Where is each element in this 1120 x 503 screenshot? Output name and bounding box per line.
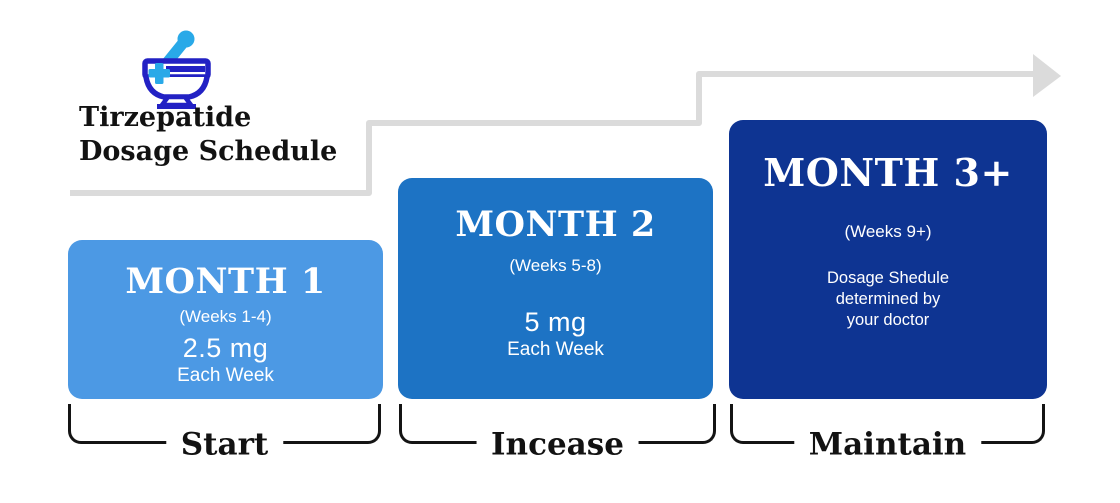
- month-2-weeks: (Weeks 5-8): [509, 256, 602, 275]
- month-2-card: MONTH 2 (Weeks 5-8) 5 mg Each Week: [398, 178, 713, 399]
- month-1-frequency: Each Week: [177, 365, 274, 386]
- stage-bracket-increase: Incease: [399, 404, 716, 463]
- stage-label-start: Start: [165, 426, 284, 463]
- month-3-heading: MONTH 3+: [763, 150, 1013, 195]
- mortar-rim-bar: [166, 66, 205, 72]
- month-2-dose: 5 mg: [524, 307, 587, 337]
- month-3-card: MONTH 3+ (Weeks 9+) Dosage Shedule deter…: [729, 120, 1047, 399]
- month-3-note-line-3: your doctor: [846, 311, 930, 329]
- month-1-dose: 2.5 mg: [182, 333, 269, 363]
- month-1-card: MONTH 1 (Weeks 1-4) 2.5 mg Each Week: [68, 240, 383, 399]
- month-3-note-line-1: Dosage Shedule: [826, 269, 949, 287]
- staircase-arrow-head: [1033, 54, 1061, 97]
- month-2-heading: MONTH 2: [455, 204, 656, 245]
- month-1-heading: MONTH 1: [125, 261, 326, 302]
- stage-bracket-start: Start: [68, 404, 381, 463]
- stage-label-increase: Incease: [476, 426, 639, 463]
- month-3-weeks: (Weeks 9+): [844, 222, 932, 241]
- month-1-weeks: (Weeks 1-4): [179, 307, 272, 326]
- pestle-knob: [177, 30, 195, 48]
- month-3-note: Dosage Shedule determined by your doctor: [729, 268, 1047, 331]
- page-title: Tirzepatide Dosage Schedule: [79, 101, 337, 169]
- medical-cross-icon: [148, 63, 170, 84]
- month-3-note-line-2: determined by: [835, 290, 941, 308]
- cross-horizontal: [148, 69, 170, 78]
- month-2-frequency: Each Week: [507, 339, 604, 360]
- stage-label-maintain: Maintain: [793, 426, 982, 463]
- staircase-arrow-line: [70, 71, 1035, 196]
- title-line-1: Tirzepatide: [79, 102, 252, 133]
- title-line-2: Dosage Schedule: [79, 136, 338, 167]
- stage-bracket-maintain: Maintain: [730, 404, 1045, 463]
- mortar-pestle-icon: [142, 30, 211, 109]
